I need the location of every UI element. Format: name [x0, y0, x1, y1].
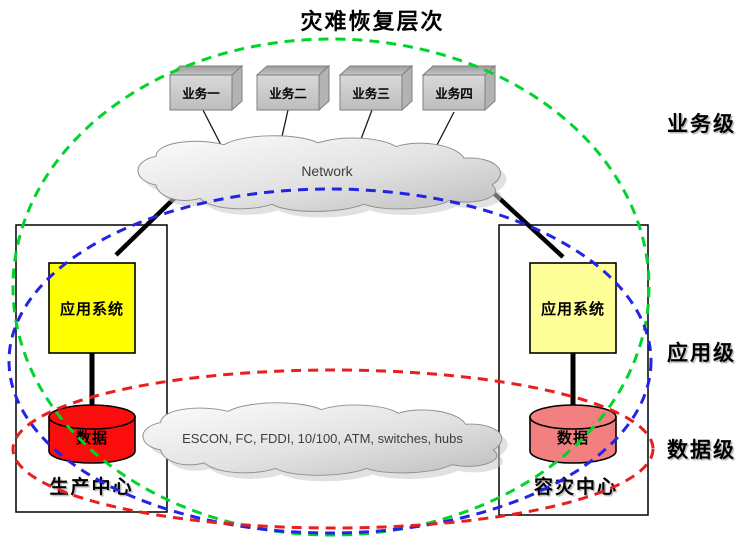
network-cloud-label: Network: [301, 163, 353, 179]
business-box-3-label: 业务三: [352, 87, 390, 101]
page-title: 灾难恢复层次: [300, 9, 445, 34]
data-left-label: 数据: [75, 429, 108, 447]
app-system-left-label: 应用系统: [59, 300, 124, 318]
business-box-4-label: 业务四: [435, 87, 473, 101]
business-box-2-label: 业务二: [269, 87, 307, 101]
data-level-label: 数据级: [667, 439, 736, 462]
business-box-1-label: 业务一: [182, 87, 220, 101]
business-level-label: 业务级: [667, 113, 736, 136]
data-right-label: 数据: [556, 429, 589, 447]
app-system-right-label: 应用系统: [540, 300, 605, 318]
application-level-label: 应用级: [667, 342, 736, 365]
recovery-center-label: 容灾中心: [533, 477, 618, 498]
transport-cloud-label: ESCON, FC, FDDI, 10/100, ATM, switches, …: [182, 431, 463, 446]
production-center-label: 生产中心: [49, 477, 134, 498]
